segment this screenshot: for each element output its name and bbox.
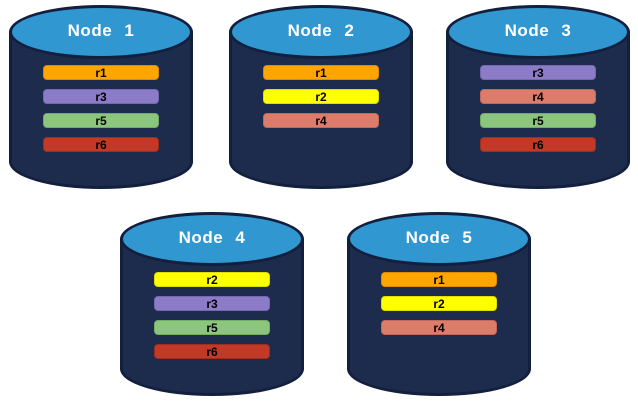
db-node-1: Node 1 r1 r3 r5 r6 <box>9 5 193 189</box>
replica-bar: r1 <box>381 272 497 287</box>
node-label: Node 1 <box>67 21 135 40</box>
db-node-5: Node 5 r1 r2 r4 <box>347 212 531 396</box>
replica-list: r1 r2 r4 <box>229 65 413 128</box>
cylinder-top: Node 4 <box>120 212 304 266</box>
replica-bar: r2 <box>381 296 497 311</box>
node-label: Node 3 <box>504 21 572 40</box>
node-label: Node 4 <box>178 228 246 247</box>
replica-bar: r6 <box>43 137 159 152</box>
db-node-3: Node 3 r3 r4 r5 r6 <box>446 5 630 189</box>
replica-bar: r4 <box>381 320 497 335</box>
replica-list: r1 r2 r4 <box>347 272 531 335</box>
replica-bar: r5 <box>154 320 270 335</box>
node-label: Node 5 <box>405 228 473 247</box>
replica-list: r2 r3 r5 r6 <box>120 272 304 359</box>
cylinder-top: Node 2 <box>229 5 413 59</box>
replica-bar: r3 <box>480 65 596 80</box>
replica-bar: r4 <box>263 113 379 128</box>
replica-bar: r2 <box>263 89 379 104</box>
replica-bar: r4 <box>480 89 596 104</box>
replica-bar: r3 <box>154 296 270 311</box>
cylinder-top: Node 5 <box>347 212 531 266</box>
replica-bar: r2 <box>154 272 270 287</box>
cylinder-top: Node 3 <box>446 5 630 59</box>
cylinder-top: Node 1 <box>9 5 193 59</box>
replica-list: r3 r4 r5 r6 <box>446 65 630 152</box>
replica-bar: r1 <box>43 65 159 80</box>
replica-list: r1 r3 r5 r6 <box>9 65 193 152</box>
node-label: Node 2 <box>287 21 355 40</box>
replica-bar: r3 <box>43 89 159 104</box>
db-node-2: Node 2 r1 r2 r4 <box>229 5 413 189</box>
replica-bar: r1 <box>263 65 379 80</box>
replica-bar: r5 <box>480 113 596 128</box>
replica-bar: r5 <box>43 113 159 128</box>
replica-bar: r6 <box>154 344 270 359</box>
replica-bar: r6 <box>480 137 596 152</box>
db-node-4: Node 4 r2 r3 r5 r6 <box>120 212 304 396</box>
